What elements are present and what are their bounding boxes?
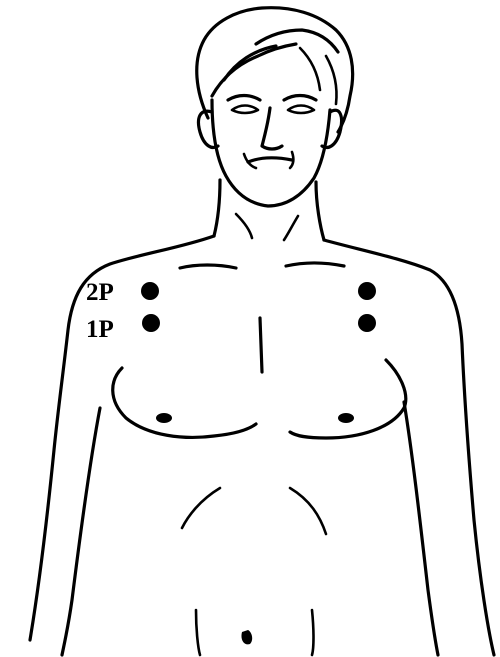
acupoint-2p-right	[141, 282, 159, 300]
label-2p: 2P	[86, 279, 114, 306]
acupoint-labels: 2P 1P	[86, 279, 114, 343]
acupoint-markers	[141, 282, 376, 332]
label-1p: 1P	[86, 316, 114, 343]
acupoint-1p-right	[142, 314, 160, 332]
acupoint-2p-left	[358, 282, 376, 300]
acupoint-1p-left	[358, 314, 376, 332]
